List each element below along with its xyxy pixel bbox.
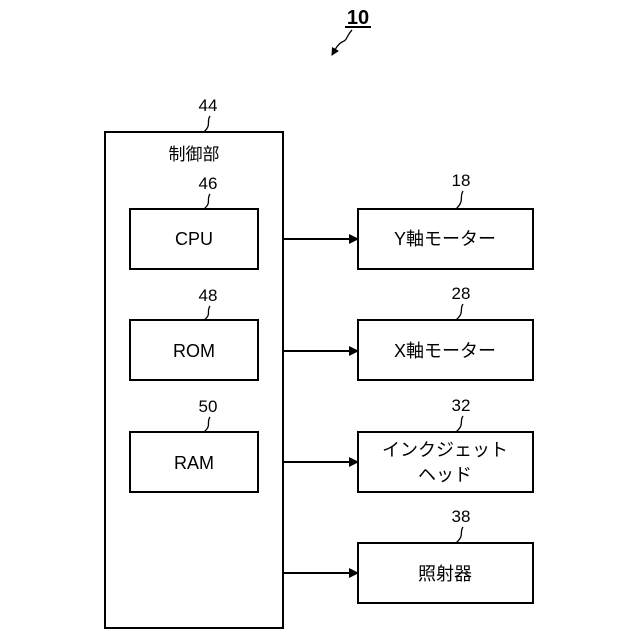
rom-label: ROM <box>173 341 215 361</box>
output-block-x-motor: 28 X軸モーター <box>283 284 533 380</box>
x-motor-ref-number: 28 <box>452 284 471 303</box>
ram-ref-number: 50 <box>199 397 218 416</box>
controller-label: 制御部 <box>169 145 220 164</box>
figure-number-group: 10 <box>332 7 371 55</box>
x-motor-label: X軸モーター <box>394 341 496 361</box>
y-motor-ref-number: 18 <box>452 171 471 190</box>
output-block-y-motor: 18 Y軸モーター <box>283 171 533 269</box>
output-block-inkjet-head: 32 インクジェット ヘッド <box>283 396 533 492</box>
output-block-irradiator: 38 照射器 <box>283 507 533 603</box>
inkjet-head-label-line-1: インクジェット <box>382 440 508 460</box>
inkjet-head-ref-number: 32 <box>452 396 471 415</box>
cpu-ref-number: 46 <box>199 174 218 193</box>
inkjet-head-label-line-2: ヘッド <box>418 465 472 485</box>
irradiator-leader-line <box>456 527 463 543</box>
figure-number: 10 <box>347 7 369 29</box>
controller-ref-number: 44 <box>199 96 218 115</box>
ram-label: RAM <box>174 453 214 473</box>
controller-leader-line <box>204 116 210 132</box>
figure-squiggle-arrow <box>332 30 352 55</box>
rom-ref-number: 48 <box>199 286 218 305</box>
inkjet-head-leader-line <box>456 416 463 432</box>
y-motor-leader-line <box>456 191 463 209</box>
irradiator-label: 照射器 <box>418 564 472 584</box>
irradiator-ref-number: 38 <box>452 507 471 526</box>
controller-block: 44 制御部 46 CPU 48 ROM 50 RAM <box>105 96 283 628</box>
x-motor-leader-line <box>456 304 463 320</box>
y-motor-label: Y軸モーター <box>394 229 496 249</box>
cpu-label: CPU <box>175 229 213 249</box>
